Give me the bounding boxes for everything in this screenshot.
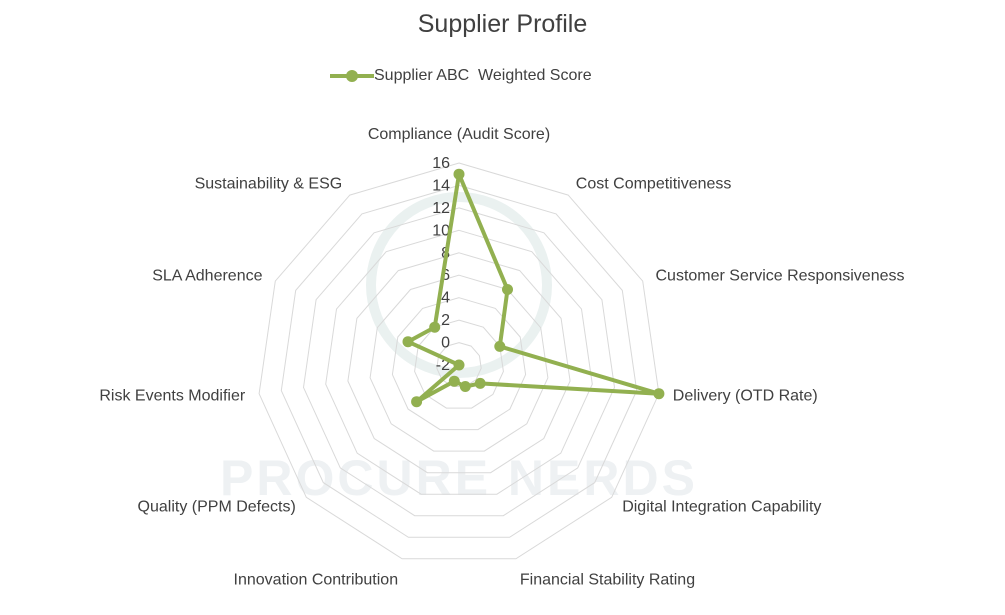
category-label: Financial Stability Rating bbox=[520, 571, 695, 588]
watermark: PROCURE NERDS bbox=[220, 192, 698, 506]
tick-label: 6 bbox=[441, 267, 450, 284]
category-label: Digital Integration Capability bbox=[622, 498, 821, 515]
watermark-text: PROCURE NERDS bbox=[220, 450, 698, 506]
chart-title: Supplier Profile bbox=[417, 10, 588, 38]
category-label: Quality (PPM Defects) bbox=[138, 498, 296, 515]
tick-label: 10 bbox=[432, 222, 450, 239]
grid-ring bbox=[369, 274, 549, 452]
category-label: Innovation Contribution bbox=[234, 571, 399, 588]
category-label: Customer Service Responsiveness bbox=[656, 267, 905, 284]
tick-label: 14 bbox=[432, 177, 450, 194]
data-point bbox=[502, 284, 513, 295]
grid-ring bbox=[391, 297, 527, 431]
grid-ring bbox=[258, 162, 660, 560]
data-point bbox=[453, 168, 465, 180]
category-label: Compliance (Audit Score) bbox=[368, 126, 550, 143]
grid-ring bbox=[436, 342, 482, 387]
data-point bbox=[429, 321, 441, 333]
tick-label: 12 bbox=[432, 200, 450, 217]
tick-label: 2 bbox=[441, 312, 450, 329]
legend: Supplier ABC Weighted Score bbox=[330, 66, 592, 86]
data-point bbox=[453, 359, 465, 371]
data-point bbox=[402, 336, 414, 348]
category-label: Delivery (OTD Rate) bbox=[673, 388, 818, 405]
data-point bbox=[448, 375, 460, 387]
data-point bbox=[494, 340, 506, 352]
data-point bbox=[411, 396, 423, 408]
category-label: SLA Adherence bbox=[152, 267, 262, 284]
legend-swatch bbox=[330, 66, 374, 86]
tick-label: 16 bbox=[432, 155, 450, 172]
legend-series-label: Supplier ABC Weighted Score bbox=[374, 67, 592, 84]
data-point bbox=[459, 381, 471, 392]
watermark-emblem bbox=[366, 192, 552, 378]
grid-ring bbox=[325, 229, 593, 495]
category-label: Cost Competitiveness bbox=[576, 175, 732, 192]
tick-label: 0 bbox=[441, 335, 450, 352]
tick-label: 4 bbox=[441, 290, 450, 307]
category-label: Risk Events Modifier bbox=[99, 388, 245, 405]
data-point bbox=[474, 377, 486, 389]
grid-ring bbox=[347, 252, 571, 474]
category-label: Sustainability & ESG bbox=[195, 175, 343, 192]
data-point bbox=[653, 388, 665, 400]
grid-ring bbox=[302, 207, 616, 517]
grid-ring bbox=[280, 184, 638, 538]
